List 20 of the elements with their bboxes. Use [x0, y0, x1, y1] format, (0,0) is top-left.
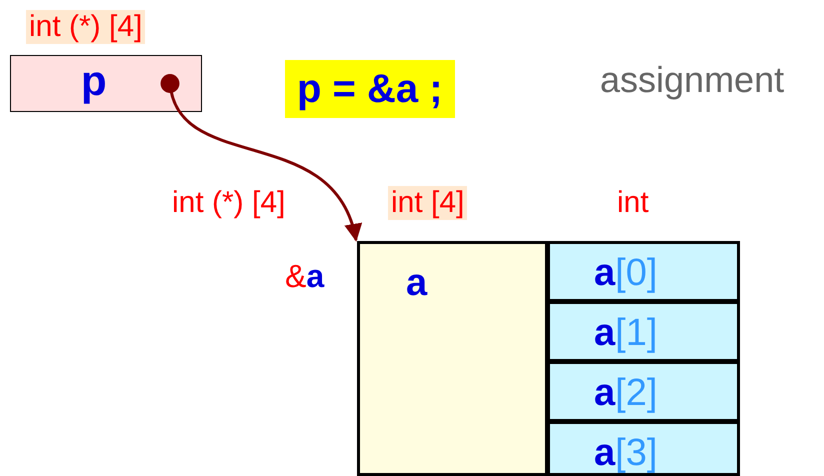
variable-box — [10, 55, 202, 112]
type-label: int [4] — [388, 186, 468, 220]
array-element-cell — [547, 301, 740, 362]
assignment-statement: p = &a ; — [285, 60, 455, 118]
element-name: a[0] — [594, 254, 658, 292]
type-label: int (*) [4] — [172, 188, 286, 218]
address-label: &a — [285, 260, 324, 292]
element-name: a[3] — [594, 434, 658, 472]
array-box — [357, 241, 548, 476]
array-element-cell — [547, 361, 740, 422]
array-element-cell — [547, 421, 740, 476]
pointer-name: p — [81, 60, 107, 102]
element-name: a[1] — [594, 314, 658, 352]
type-label: int — [617, 188, 649, 218]
array-element-cell — [547, 241, 740, 302]
element-name: a[2] — [594, 374, 658, 412]
statement-caption: assignment — [600, 62, 784, 98]
type-label: int (*) [4] — [26, 10, 146, 44]
array-name: a — [406, 264, 428, 302]
pointer-arrow — [160, 74, 360, 242]
